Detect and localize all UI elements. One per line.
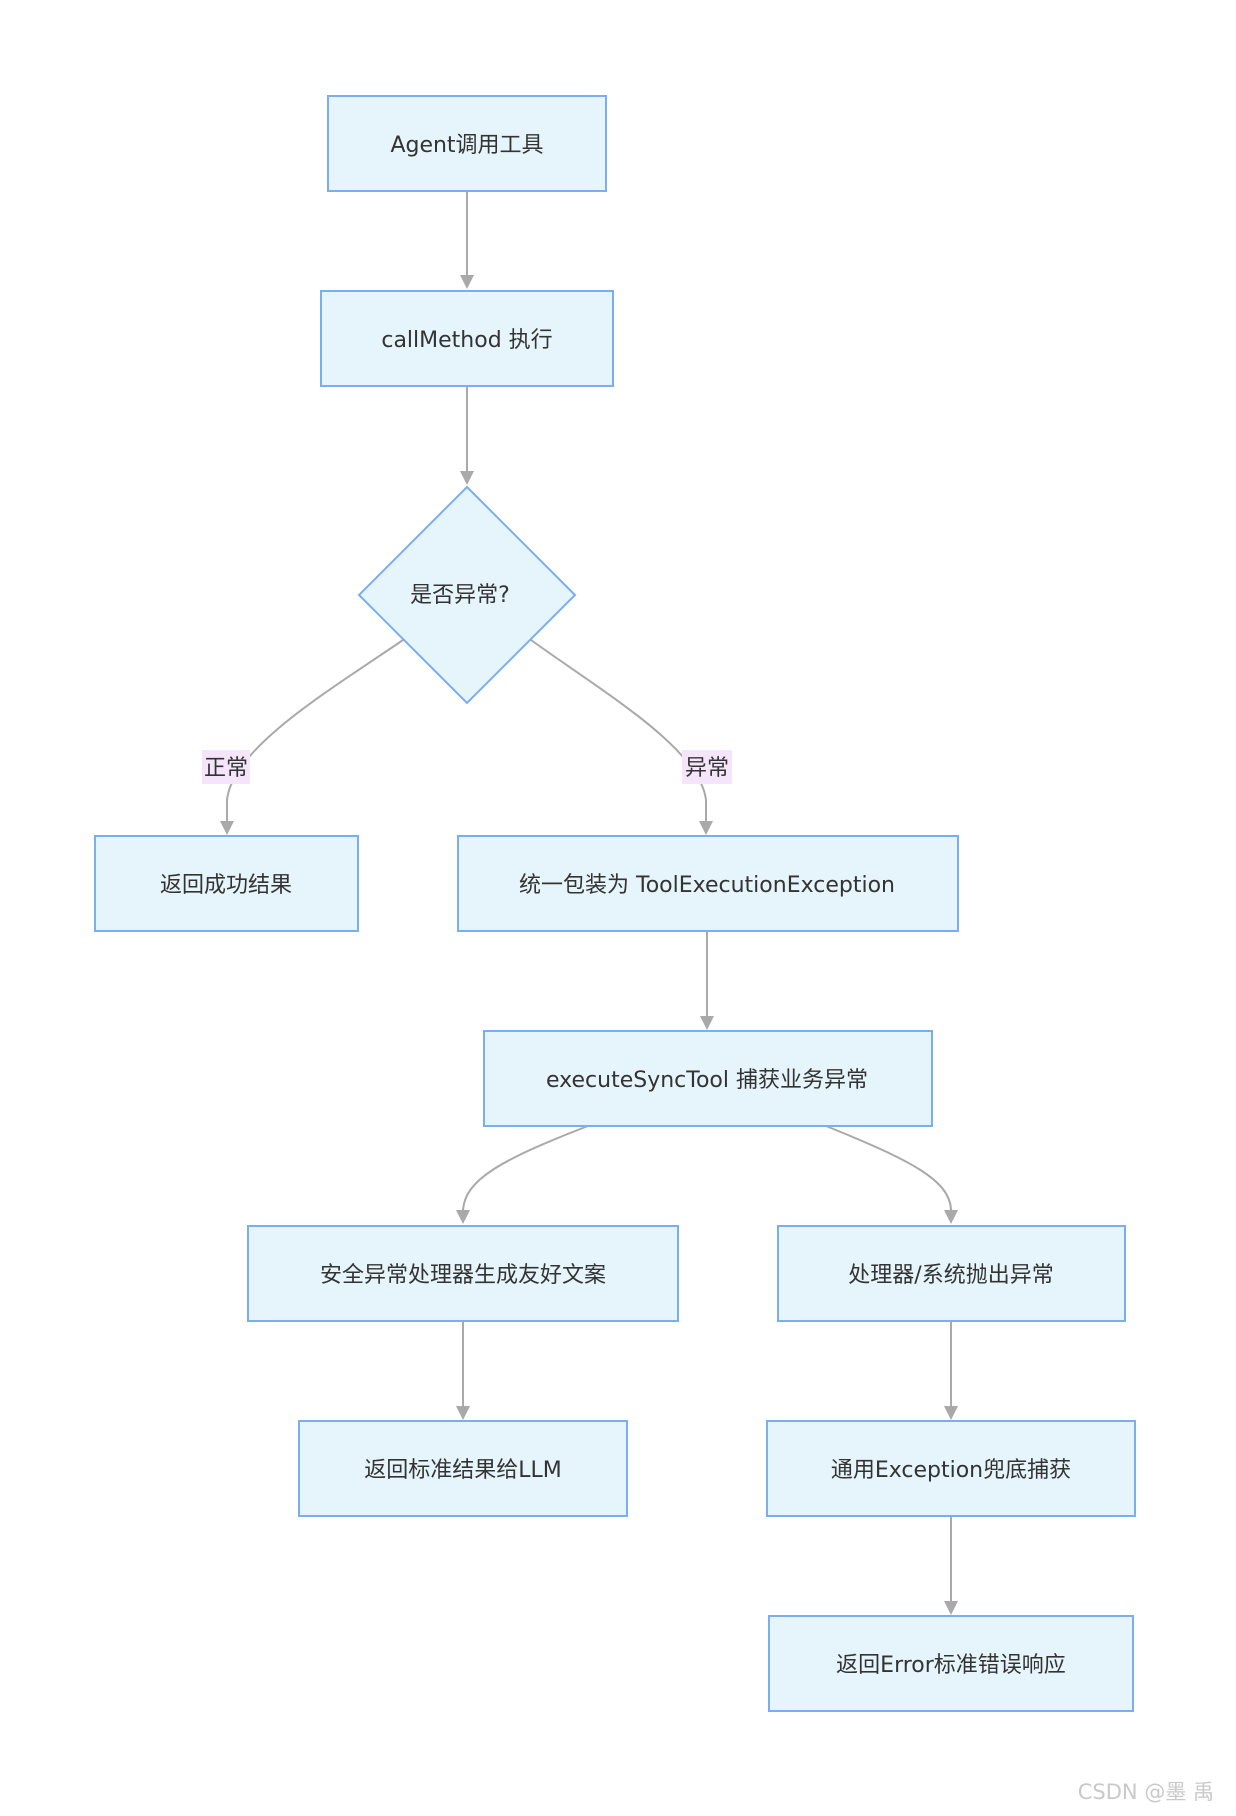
watermark: CSDN @墨 禹 (1077, 1780, 1214, 1804)
node-decision-label: 是否异常? (410, 583, 510, 608)
node-execute-sync[interactable]: executeSyncTool 捕获业务异常 (483, 1030, 933, 1127)
edge-label-normal-text: 正常 (204, 756, 248, 781)
node-handler-throw-label: 处理器/系统抛出异常 (848, 1263, 1053, 1288)
node-return-error-label: 返回Error标准错误响应 (836, 1653, 1066, 1678)
node-generic-catch[interactable]: 通用Exception兜底捕获 (766, 1420, 1136, 1517)
edge-label-normal: 正常 (202, 750, 250, 784)
node-call-method[interactable]: callMethod 执行 (320, 290, 614, 387)
node-start[interactable]: Agent调用工具 (327, 95, 607, 192)
node-return-success-label: 返回成功结果 (160, 873, 292, 898)
node-handler-throw[interactable]: 处理器/系统抛出异常 (777, 1225, 1126, 1322)
edge-execute-to-handler (825, 1125, 958, 1224)
node-security-handler-label: 安全异常处理器生成友好文案 (320, 1263, 606, 1288)
node-wrap-exception[interactable]: 统一包装为 ToolExecutionException (457, 835, 959, 932)
edge-label-exception: 异常 (682, 750, 732, 784)
node-execute-sync-label: executeSyncTool 捕获业务异常 (546, 1068, 868, 1093)
edge-decision-to-success (220, 639, 404, 835)
node-wrap-exception-label: 统一包装为 ToolExecutionException (519, 873, 895, 898)
node-decision[interactable]: 是否异常? (357, 485, 577, 705)
edge-execute-to-security (456, 1125, 589, 1224)
node-start-label: Agent调用工具 (390, 133, 543, 158)
node-generic-catch-label: 通用Exception兜底捕获 (831, 1458, 1071, 1483)
node-security-handler[interactable]: 安全异常处理器生成友好文案 (247, 1225, 679, 1322)
edge-decision-to-wrap (530, 639, 713, 835)
node-return-standard[interactable]: 返回标准结果给LLM (298, 1420, 628, 1517)
edges (220, 191, 958, 1615)
node-return-standard-label: 返回标准结果给LLM (364, 1458, 562, 1483)
edge-label-exception-text: 异常 (685, 756, 729, 781)
node-call-method-label: callMethod 执行 (381, 328, 552, 353)
node-return-error[interactable]: 返回Error标准错误响应 (768, 1615, 1134, 1712)
node-return-success[interactable]: 返回成功结果 (94, 835, 359, 932)
